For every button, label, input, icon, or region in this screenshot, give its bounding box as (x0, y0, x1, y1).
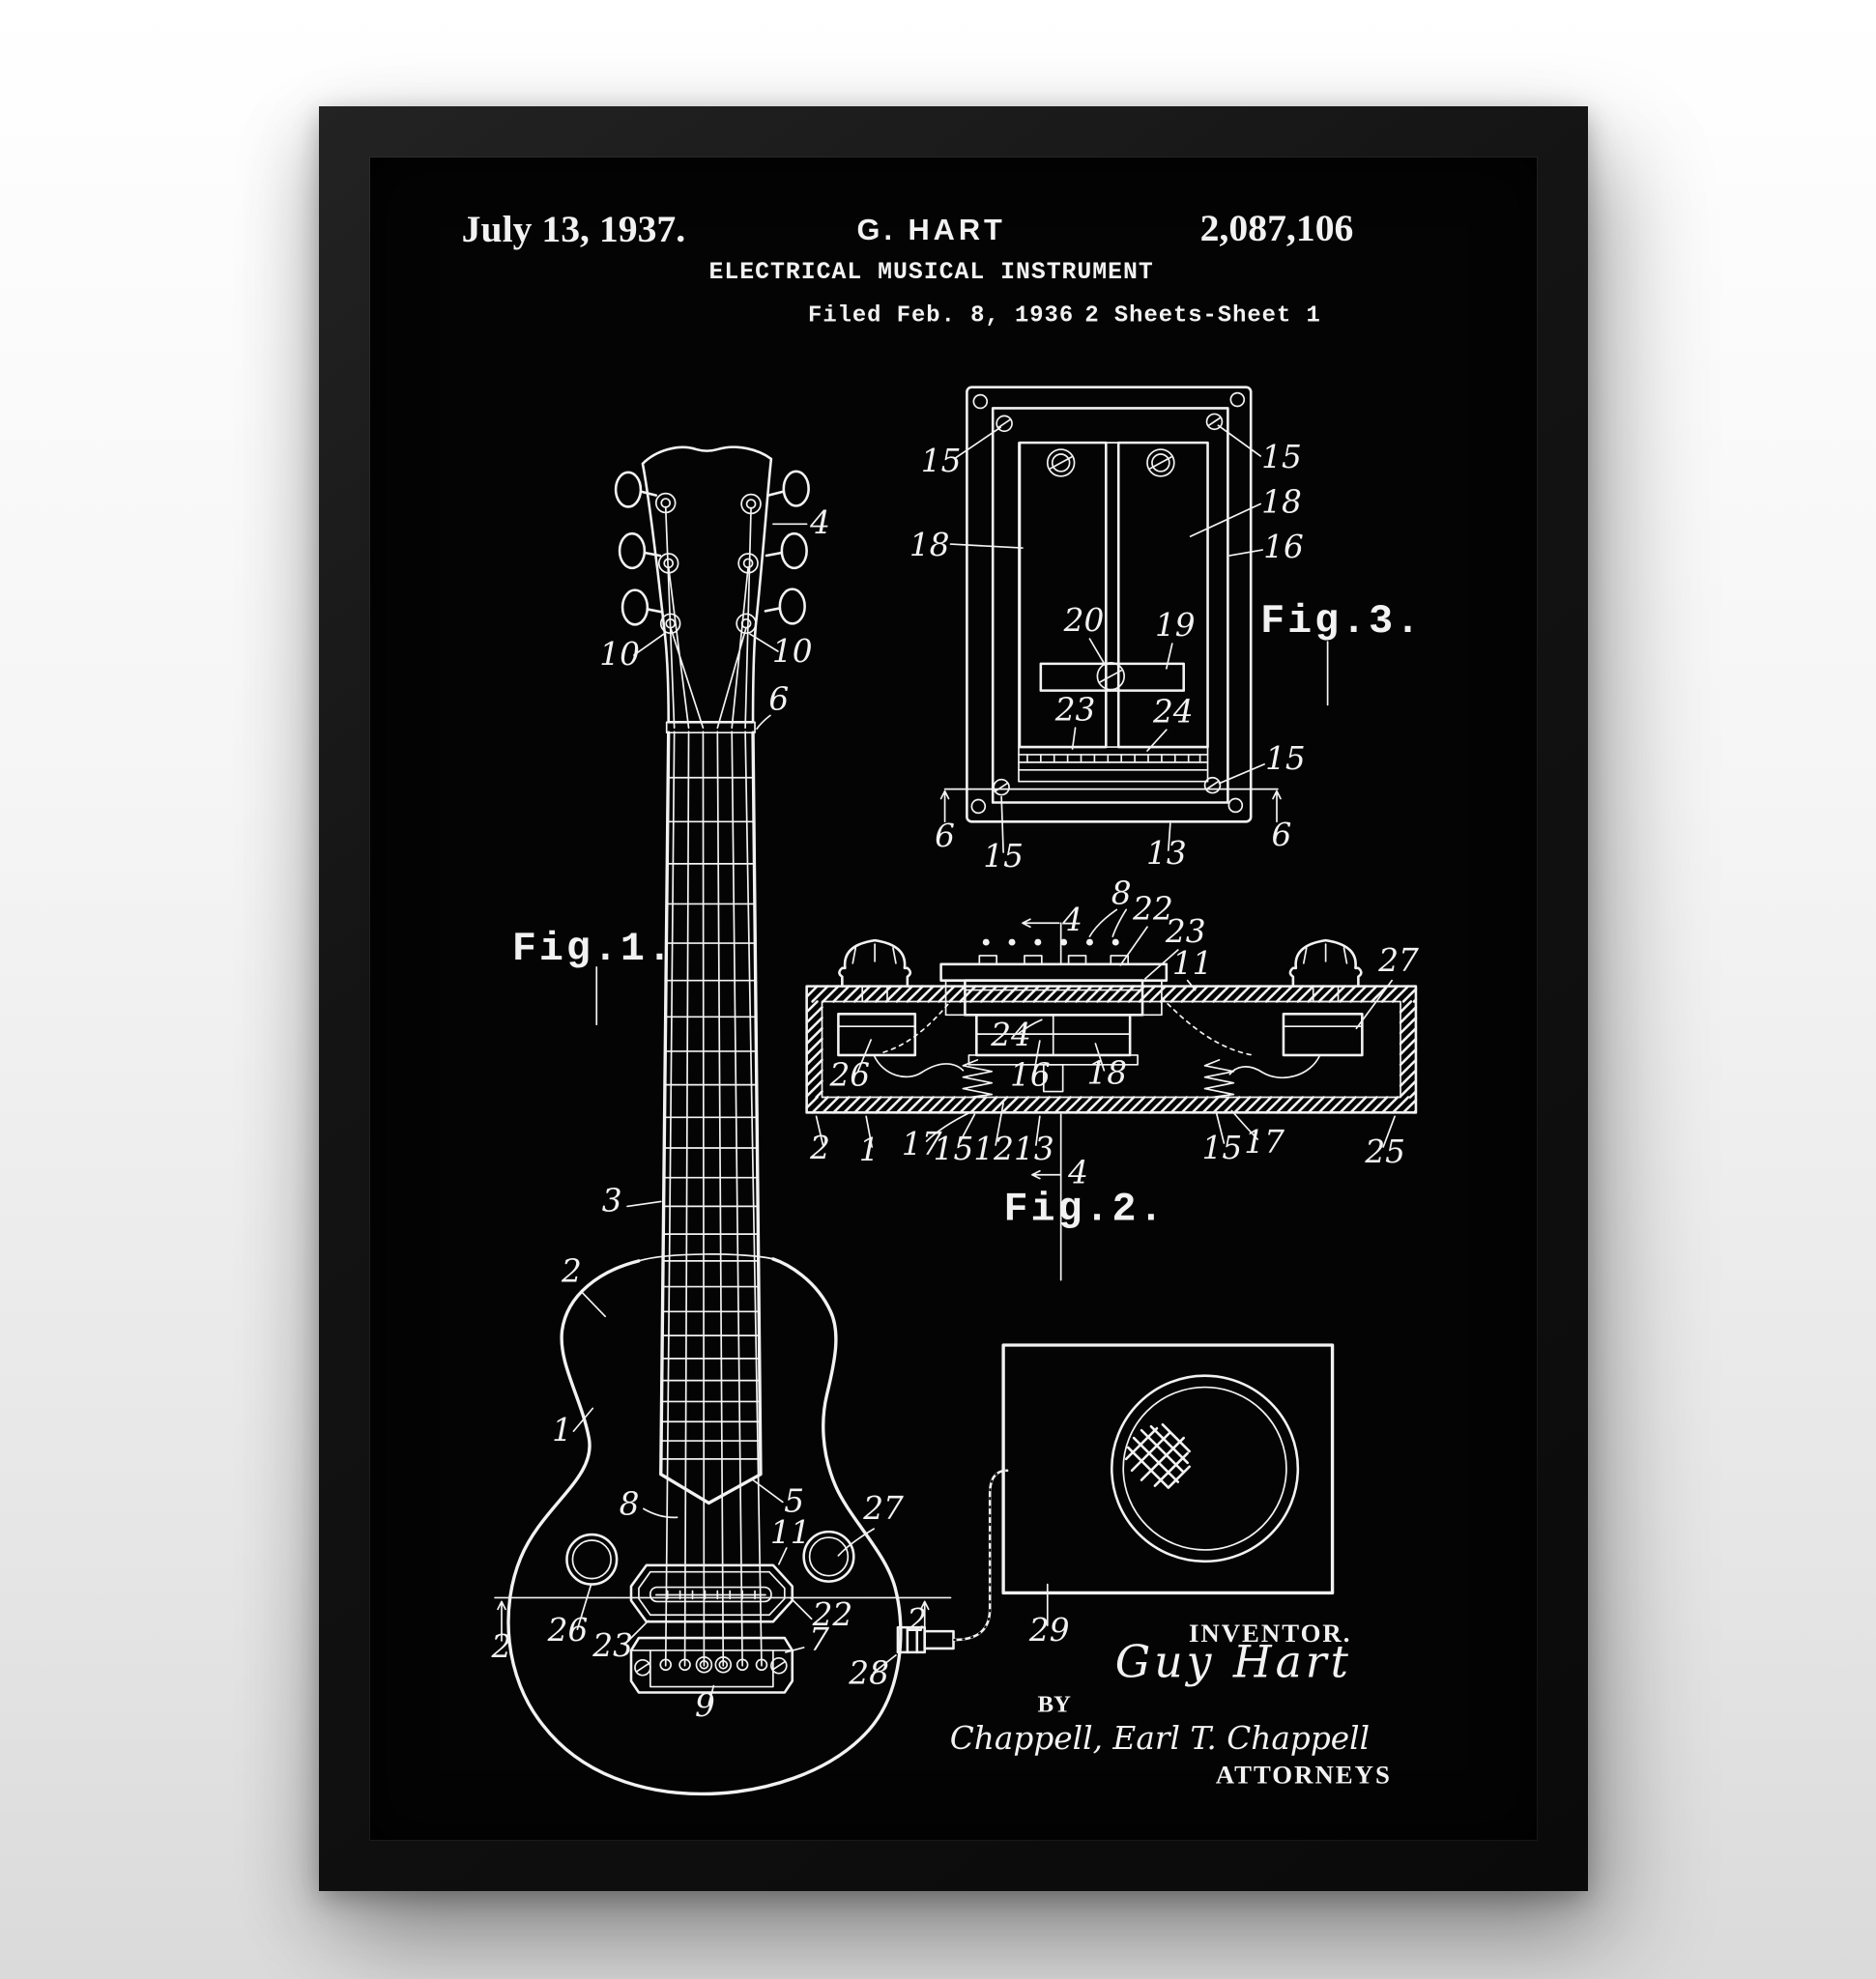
ref-numeral-4: 4 (1061, 902, 1082, 938)
ref-numeral-18: 18 (909, 527, 950, 563)
ref-numeral-23: 23 (592, 1627, 633, 1664)
ref-numeral-26: 26 (547, 1612, 589, 1649)
ref-numeral-13: 13 (1014, 1131, 1054, 1167)
ref-numeral-2: 2 (906, 1602, 927, 1639)
speaker-inner-ring (1122, 1386, 1287, 1551)
fig3-leader-lines (949, 424, 1329, 853)
ref-numeral-13: 13 (1146, 835, 1187, 872)
fig1-leader-lines (497, 523, 1049, 1706)
ref-numeral-20: 20 (1063, 602, 1105, 639)
ref-numeral-15: 15 (934, 1131, 974, 1167)
speaker-outer-ring (1110, 1374, 1300, 1563)
fig3-bar-screws (1046, 448, 1175, 477)
ref-numeral-10: 10 (599, 636, 640, 673)
ref-numeral-8: 8 (1111, 875, 1132, 911)
fig1-tuner-buttons (614, 470, 810, 626)
ref-numeral-22: 22 (1132, 890, 1173, 927)
ref-numeral-6: 6 (1272, 817, 1292, 853)
patent-number: 2,087,106 (1200, 207, 1354, 249)
ref-numeral-17: 17 (1244, 1124, 1284, 1161)
ref-numeral-27: 27 (1377, 942, 1419, 979)
ref-numeral-19: 19 (1155, 607, 1196, 644)
patent-title: ELECTRICAL MUSICAL INSTRUMENT (709, 259, 1154, 286)
ref-numeral-6: 6 (935, 817, 955, 854)
fig1-tuner-posts (654, 492, 762, 635)
patent-date: July 13, 1937. (462, 208, 686, 250)
ref-numeral-23: 23 (1165, 913, 1206, 950)
ref-numeral-18: 18 (1261, 483, 1302, 520)
ref-numeral-4: 4 (1067, 1155, 1088, 1191)
patent-inventor-name: G. HART (857, 213, 1006, 246)
fig2-knob-left (838, 938, 912, 1003)
ref-numeral-7: 7 (809, 1621, 829, 1658)
inventor-caption: INVENTOR. (1189, 1619, 1351, 1648)
ref-numeral-16: 16 (1010, 1057, 1051, 1094)
by-label: BY (1038, 1691, 1072, 1717)
fig3-caption: Fig.3. (1260, 598, 1423, 645)
ref-numeral-2: 2 (809, 1130, 830, 1166)
fig2-hatching (805, 985, 1418, 1114)
fig2-string-dots (982, 938, 1119, 946)
ref-numeral-18: 18 (1086, 1055, 1127, 1092)
ref-numeral-2: 2 (491, 1628, 512, 1665)
signature-block: INVENTOR. Guy Hart BY Chappell, Earl T. … (950, 1619, 1392, 1790)
amplifier (1001, 1343, 1335, 1595)
fig2-caption: Fig.2. (1004, 1186, 1167, 1232)
attorneys-caption: ATTORNEYS (1216, 1761, 1392, 1790)
fig2-spring-right (1203, 1059, 1235, 1099)
ref-numeral-16: 16 (1263, 529, 1304, 565)
ref-numeral-24: 24 (990, 1017, 1031, 1053)
ref-numeral-6: 6 (768, 680, 789, 717)
fig2-pickup-section: Fig.2. 482223112726241618211715121315172… (805, 875, 1419, 1281)
fig2-coil-right (1161, 996, 1364, 1079)
fig1-bridge-posts (634, 1656, 788, 1677)
ref-numeral-15: 15 (1202, 1130, 1243, 1166)
patent-header: July 13, 1937. G. HART 2,087,106 ELECTRI… (462, 207, 1354, 329)
ref-numeral-11: 11 (770, 1514, 811, 1551)
fig3-pickup-top-view: Fig.3. 15 18 15 18 16 20 19 23 24 15 6 15 13 6 (909, 386, 1423, 875)
ref-numeral-1: 1 (859, 1132, 880, 1168)
ref-numeral-15: 15 (1261, 439, 1302, 475)
ref-numeral-17: 17 (902, 1126, 942, 1162)
fig2-coil-left (837, 996, 965, 1078)
ref-numeral-1: 1 (552, 1412, 572, 1448)
ref-numeral-4: 4 (809, 504, 830, 541)
fig2-spring-left (962, 1059, 994, 1099)
picture-frame: July 13, 1937. G. HART 2,087,106 ELECTRI… (319, 106, 1588, 1891)
ref-numeral-15: 15 (983, 838, 1024, 875)
inventor-signature: Guy Hart (1115, 1637, 1352, 1688)
ref-numeral-22: 22 (812, 1596, 853, 1633)
ref-numeral-29: 29 (1028, 1612, 1070, 1649)
ref-numeral-26: 26 (828, 1057, 870, 1094)
ref-numeral-25: 25 (1364, 1133, 1405, 1170)
ref-numeral-3: 3 (602, 1182, 622, 1219)
ref-numeral-9: 9 (695, 1687, 715, 1724)
ref-numeral-10: 10 (772, 633, 813, 670)
ref-numeral-23: 23 (1054, 691, 1096, 728)
patent-poster: July 13, 1937. G. HART 2,087,106 ELECTRI… (370, 158, 1537, 1840)
ref-numeral-15: 15 (921, 443, 962, 479)
attorney-signature: Chappell, Earl T. Chappell (950, 1720, 1370, 1757)
fig2-leader-lines (815, 908, 1396, 1281)
patent-filed: Filed Feb. 8, 1936 (808, 302, 1074, 329)
ref-numeral-5: 5 (784, 1482, 804, 1519)
ref-numeral-15: 15 (1265, 740, 1306, 777)
ref-numeral-2: 2 (561, 1253, 582, 1290)
ref-numeral-28: 28 (848, 1655, 889, 1692)
ref-numeral-12: 12 (973, 1131, 1014, 1167)
ref-numeral-27: 27 (862, 1490, 904, 1527)
patent-sheets: 2 Sheets-Sheet 1 (1084, 302, 1320, 329)
fig2-pickup-assembly (939, 938, 1169, 1093)
ref-numeral-11: 11 (1172, 945, 1213, 982)
ref-numeral-8: 8 (620, 1485, 640, 1522)
fig3-screws (993, 413, 1224, 796)
fig2-knob-right (1288, 938, 1363, 1003)
speaker-hatch-patch (1124, 1422, 1191, 1489)
patent-drawing: July 13, 1937. G. HART 2,087,106 ELECTRI… (462, 207, 1423, 1796)
fig1-caption: Fig.1. (512, 926, 675, 972)
ref-numeral-24: 24 (1152, 693, 1194, 730)
